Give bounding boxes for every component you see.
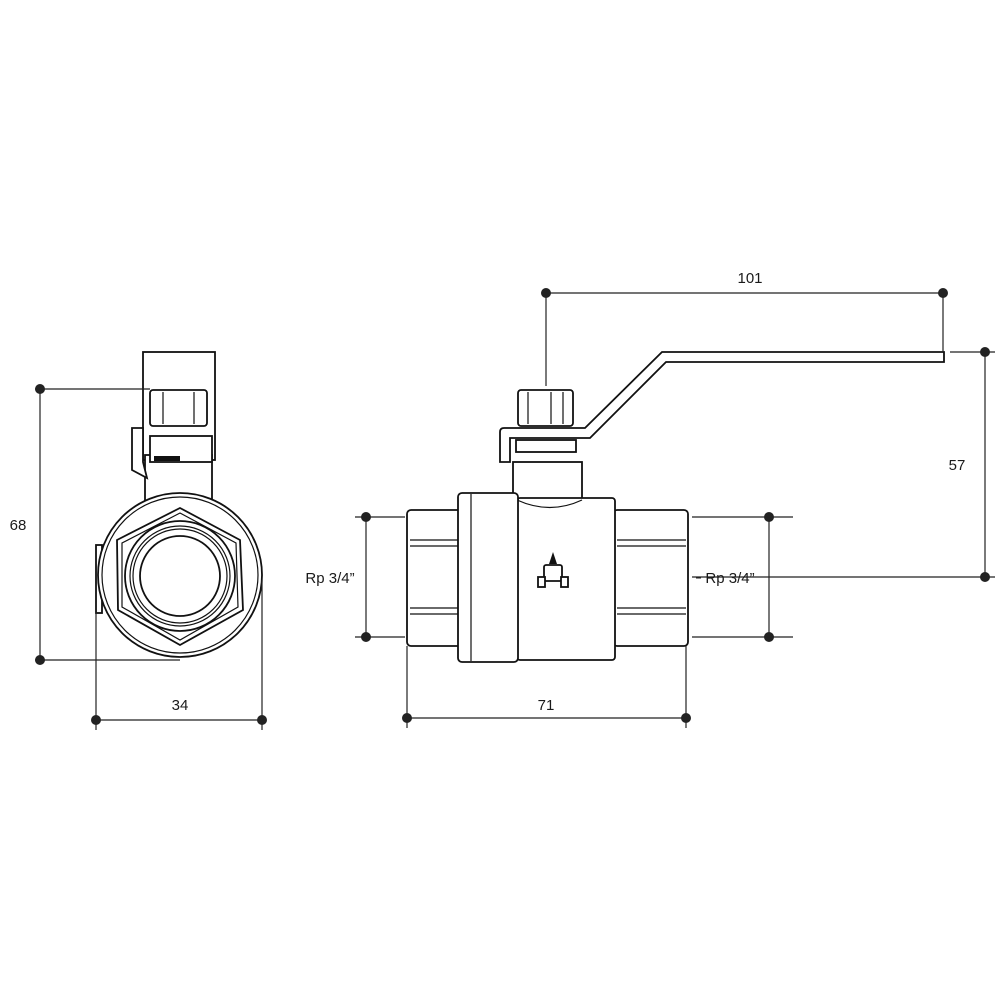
stem-nut xyxy=(149,389,208,427)
stop-tab xyxy=(131,427,149,480)
dimension-thread-left xyxy=(355,512,405,642)
bore xyxy=(139,535,221,617)
dimension-thread-right xyxy=(692,512,793,642)
dimension-101 xyxy=(541,288,948,386)
left-end-hex xyxy=(406,509,463,647)
logo-icon xyxy=(537,552,569,588)
dimension-57 xyxy=(692,347,995,582)
label-71: 71 xyxy=(538,697,555,714)
stem-nut xyxy=(517,389,574,427)
valve-front-view xyxy=(406,351,945,663)
right-end-hex xyxy=(612,509,689,647)
label-57: 57 xyxy=(949,457,966,474)
stem-neck xyxy=(512,461,583,503)
gland-nut xyxy=(515,439,577,453)
lever-handle xyxy=(499,351,945,463)
label-thread-right: Rp 3/4” xyxy=(705,570,754,587)
label-34: 34 xyxy=(172,697,189,714)
end-connector xyxy=(457,492,519,663)
valve-side-view xyxy=(95,351,263,658)
dimension-34 xyxy=(91,580,267,730)
label-thread-left: Rp 3/4” xyxy=(305,570,354,587)
label-101: 101 xyxy=(737,270,762,287)
label-68: 68 xyxy=(10,517,27,534)
dimension-68 xyxy=(35,384,180,665)
dimension-71 xyxy=(402,646,691,728)
